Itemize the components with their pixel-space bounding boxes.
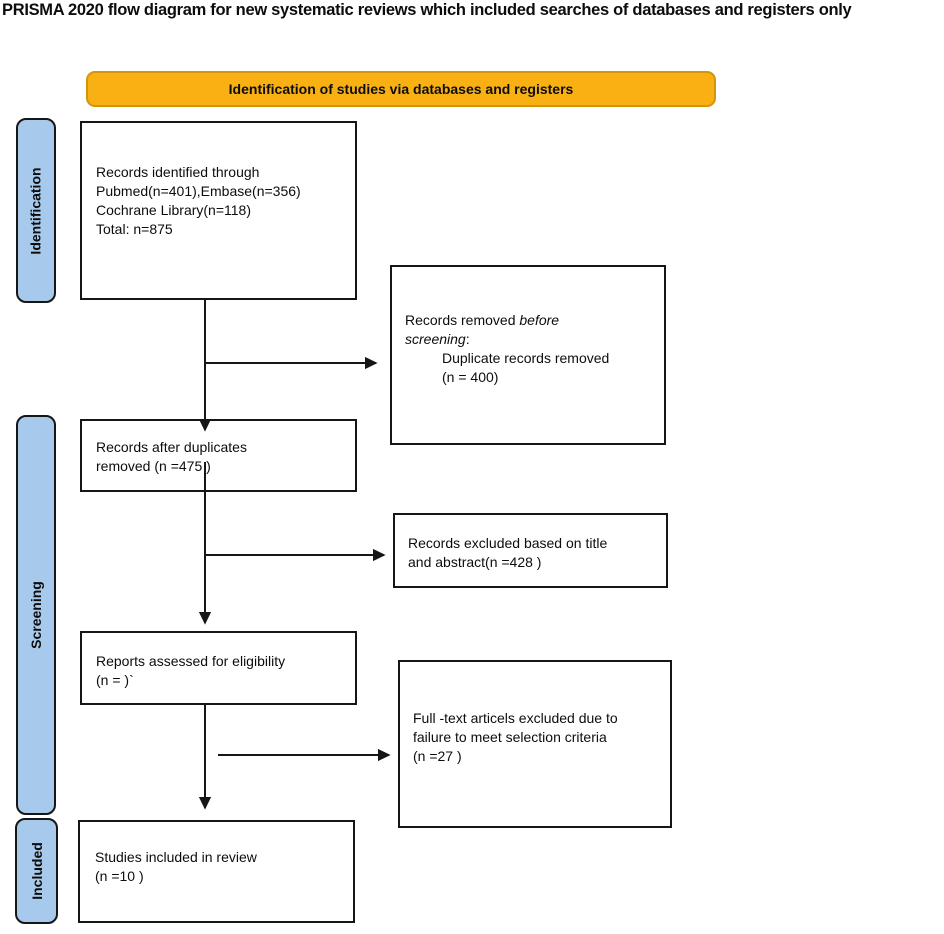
box-records-identified-line: Cochrane Library(n=118) — [96, 202, 251, 218]
box-records-identified: Records identified through Pubmed(n=401)… — [80, 121, 357, 300]
header-banner: Identification of studies via databases … — [86, 71, 716, 107]
stage-label-screening: Screening — [28, 581, 45, 649]
removed-text: Records removed — [405, 312, 520, 328]
box-records-removed-line: Duplicate records removed — [442, 350, 610, 366]
box-after-duplicates-line: removed (n =475 ) — [96, 458, 211, 474]
removed-italic: before — [519, 312, 560, 328]
box-records-removed-line: Records removed before — [405, 311, 656, 330]
box-excluded-line: and abstract(n =428 ) — [408, 554, 542, 570]
box-records-removed-line: (n = 400) — [442, 369, 499, 385]
box-records-identified-line: Records identified through — [96, 164, 260, 180]
box-fulltext-excluded: Full -text articels excluded due to fail… — [398, 660, 672, 828]
box-assessed-line: Reports assessed for eligibility — [96, 653, 286, 669]
stage-bar-screening: Screening — [16, 415, 56, 815]
box-records-removed-line: screening: — [405, 330, 656, 349]
box-fulltext-line: Full -text articels excluded due to — [413, 710, 618, 726]
box-studies-included-line: Studies included in review — [95, 849, 257, 865]
box-records-identified-line: Total: n=875 — [96, 221, 173, 237]
stage-label-identification: Identification — [28, 166, 44, 255]
box-reports-assessed-eligibility: Reports assessed for eligibility (n = )` — [80, 631, 357, 705]
removed-text: : — [465, 331, 470, 347]
box-records-identified-line: Pubmed(n=401),Embase(n=356) — [96, 183, 301, 199]
box-assessed-line: (n = )` — [96, 672, 134, 688]
box-studies-included: Studies included in review (n =10 ) — [78, 820, 355, 923]
box-studies-included-line: (n =10 ) — [95, 868, 144, 884]
box-records-excluded-title-abstract: Records excluded based on title and abst… — [393, 513, 668, 588]
stage-bar-included: Included — [15, 818, 58, 924]
stage-bar-identification: Identification — [16, 118, 56, 303]
header-banner-label: Identification of studies via databases … — [228, 81, 574, 97]
box-records-removed-before-screening: Records removed before screening: Duplic… — [390, 265, 666, 445]
box-fulltext-line: failure to meet selection criteria — [413, 729, 607, 745]
stage-label-included: Included — [28, 842, 45, 900]
box-fulltext-line: (n =27 ) — [413, 748, 462, 764]
page-title: PRISMA 2020 flow diagram for new systema… — [2, 1, 852, 19]
box-after-duplicates-line: Records after duplicates — [96, 439, 247, 455]
box-excluded-line: Records excluded based on title — [408, 535, 608, 551]
box-records-after-duplicates: Records after duplicates removed (n =475… — [80, 419, 357, 492]
removed-italic: screening — [405, 331, 466, 347]
